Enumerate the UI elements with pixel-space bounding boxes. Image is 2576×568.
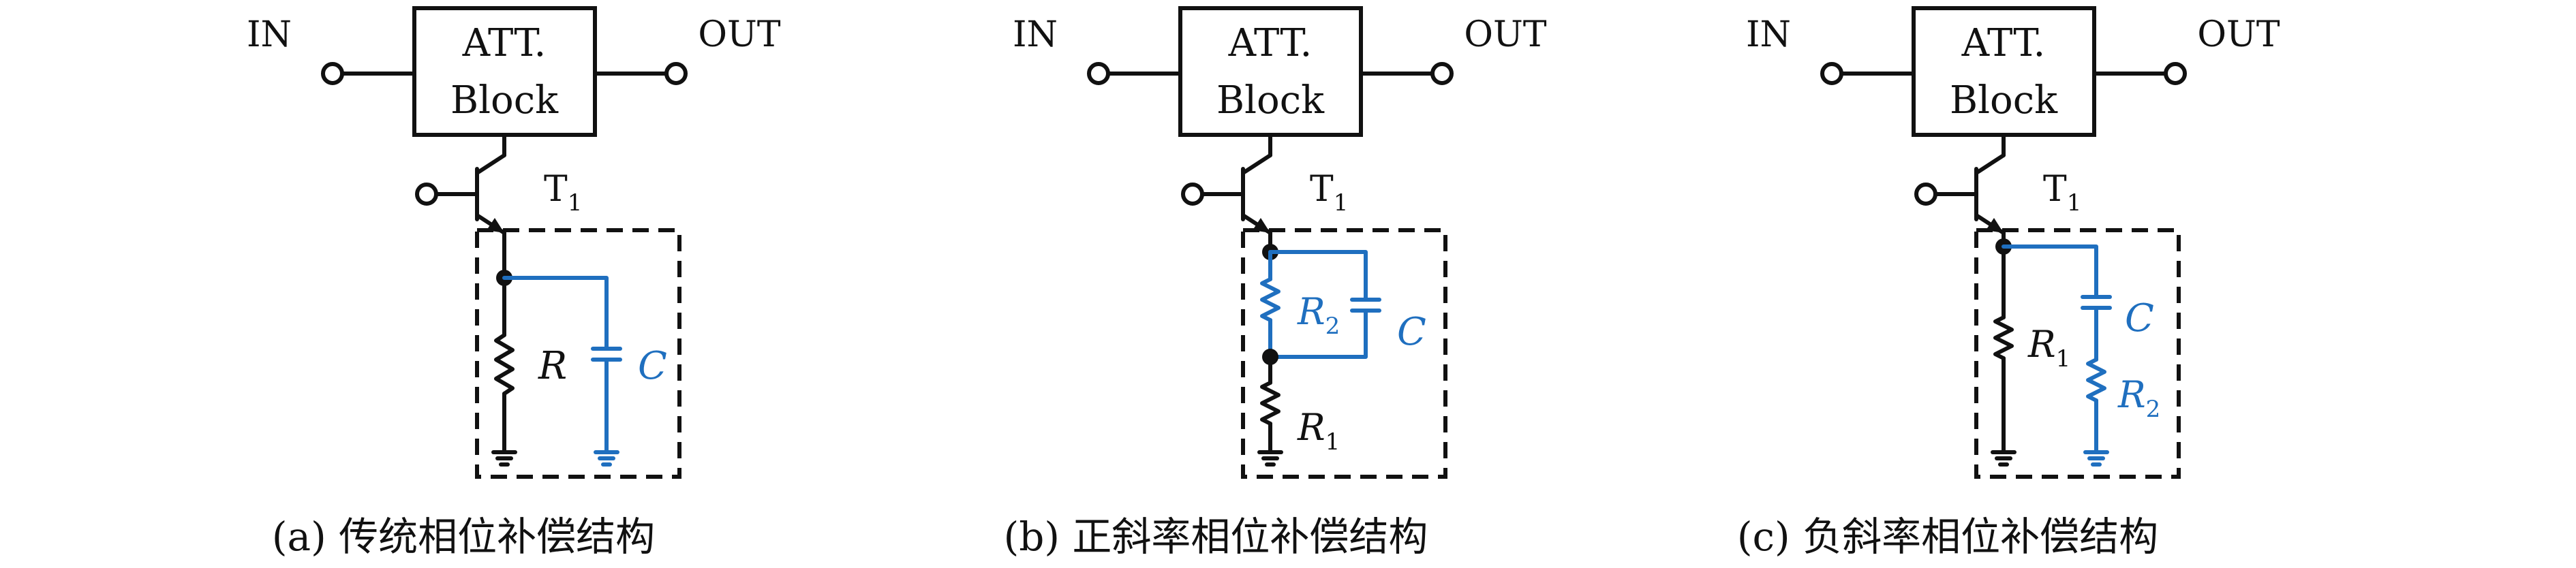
- block-label-line1: ATT.: [1228, 21, 1313, 65]
- r2-label: R2: [1297, 290, 1340, 340]
- r1-label: R1: [1297, 406, 1340, 456]
- ground-icon: [1993, 452, 2014, 464]
- ground-icon: [2085, 452, 2107, 464]
- c-label: C: [638, 344, 667, 388]
- block-label-line2: Block: [1950, 78, 2058, 123]
- c-wire-bottom: [1268, 309, 1368, 359]
- ground-icon: [596, 452, 617, 464]
- out-label: OUT: [698, 14, 780, 55]
- r2-label: R2: [2117, 373, 2160, 423]
- caption-c: (c) 负斜率相位补偿结构: [1737, 514, 2158, 560]
- compensation-box: [1974, 228, 2181, 479]
- ground-icon: [493, 452, 515, 464]
- in-label: IN: [247, 14, 292, 55]
- resistor-r1: [1260, 381, 1281, 426]
- transistor-label: T1: [2043, 169, 2081, 217]
- ground-icon: [1259, 452, 1281, 464]
- c-wire-top: [2002, 244, 2098, 299]
- block-label-line1: ATT.: [462, 21, 547, 65]
- resistor-r2: [2086, 358, 2106, 403]
- block-label-line2: Block: [1216, 78, 1325, 123]
- c-label: C: [1397, 310, 1426, 354]
- compensation-box: [1241, 228, 1447, 479]
- transistor-label: T1: [544, 169, 582, 217]
- resistor-r1: [1993, 315, 2014, 360]
- caption-b: (b) 正斜率相位补偿结构: [1004, 514, 1428, 560]
- c-label: C: [2125, 296, 2154, 341]
- panel-b: IN OUT ATT. Block T1 R2 C R1 (b) 正斜率相位补偿…: [1004, 8, 1547, 560]
- panel-a: IN OUT ATT. Block T1 R C (a) 传统相位补偿结构: [247, 8, 781, 560]
- transistor-label: T1: [1310, 169, 1348, 217]
- out-label: OUT: [1464, 14, 1546, 55]
- caption-a: (a) 传统相位补偿结构: [272, 514, 655, 560]
- r1-label: R1: [2027, 323, 2070, 373]
- capacitor-wire-top: [502, 276, 609, 351]
- out-label: OUT: [2197, 14, 2280, 55]
- in-label: IN: [1013, 14, 1058, 55]
- in-label: IN: [1746, 14, 1791, 55]
- panel-c: IN OUT ATT. Block T1 R1 C R2 (c) 负斜率相位补偿…: [1737, 8, 2280, 560]
- compensation-box: [475, 228, 681, 479]
- resistor-r2: [1260, 277, 1281, 322]
- block-label-line2: Block: [450, 78, 559, 123]
- block-label-line1: ATT.: [1961, 21, 2046, 65]
- c-wire-top: [1268, 250, 1368, 302]
- resistor-r: [494, 333, 515, 396]
- r-label: R: [538, 344, 567, 388]
